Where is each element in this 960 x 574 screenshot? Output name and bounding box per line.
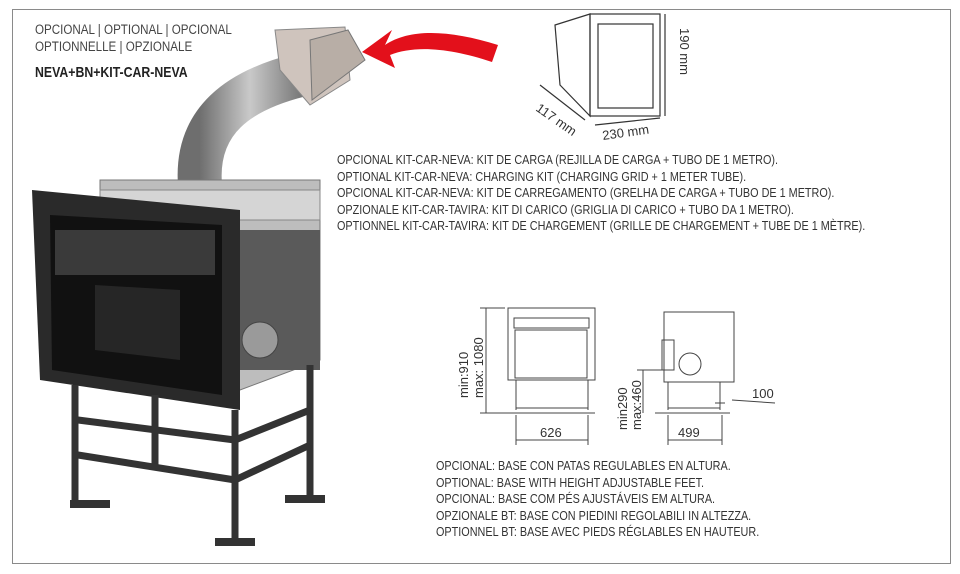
kit-line-pt: OPCIONAL KIT-CAR-NEVA: KIT DE CARREGAMEN… [337,186,835,201]
header-line-2: OPTIONNELLE | OPZIONALE [35,39,193,54]
base-line-pt: OPCIONAL: BASE COM PÉS AJUSTÁVEIS EM ALT… [436,492,716,507]
base-line-fr: OPTIONNEL BT: BASE AVEC PIEDS RÉGLABLES … [436,525,760,540]
kit-line-fr: OPTIONNEL KIT-CAR-TAVIRA: KIT DE CHARGEM… [337,219,866,234]
grid-height-label: 190 mm [677,28,692,75]
red-arrow-icon [362,30,498,68]
model-title: NEVA+BN+KIT-CAR-NEVA [35,64,188,81]
side-height-max: max:460 [629,380,644,430]
base-line-es: OPCIONAL: BASE CON PATAS REGULABLES EN A… [436,459,731,473]
optional-header: OPCIONAL | OPTIONAL | OPCIONAL OPTIONNEL… [35,21,232,55]
side-height-min: min290 [615,387,630,430]
kit-description: OPCIONAL KIT-CAR-NEVA: KIT DE CARGA (REJ… [337,152,865,235]
base-description: OPCIONAL: BASE CON PATAS REGULABLES EN A… [436,458,759,541]
flexible-tube [177,53,306,187]
grid-width-label: 230 mm [601,122,650,143]
side-depth: 499 [678,425,700,440]
base-line-it: OPZIONALE BT: BASE CON PIEDINI REGOLABIL… [436,508,752,523]
kit-line-es: OPCIONAL KIT-CAR-NEVA: KIT DE CARGA (REJ… [337,153,779,167]
page-frame [12,9,951,564]
kit-line-it: OPZIONALE KIT-CAR-TAVIRA: KIT DI CARICO … [337,202,794,217]
front-height-min: min:910 [456,352,471,398]
header-line-1: OPCIONAL | OPTIONAL | OPCIONAL [35,22,232,37]
front-width: 626 [540,425,562,440]
base-line-en: OPTIONAL: BASE WITH HEIGHT ADJUSTABLE FE… [436,475,705,490]
kit-line-en: OPTIONAL KIT-CAR-NEVA: CHARGING KIT (CHA… [337,169,747,184]
side-offset: 100 [752,386,774,401]
front-height-max: max: 1080 [471,337,486,398]
adjustable-base [71,365,314,540]
